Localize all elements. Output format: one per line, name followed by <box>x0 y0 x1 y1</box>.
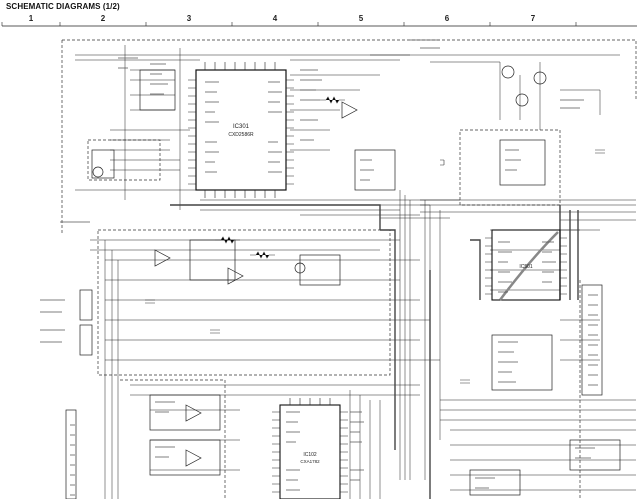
sheet-title: SCHEMATIC DIAGRAMS (1/2) <box>6 2 120 11</box>
ic501-chip: IC501 <box>485 229 567 301</box>
bus-lines <box>170 204 579 499</box>
ic102-part: CXA1782 <box>300 459 320 464</box>
transistors <box>92 65 547 274</box>
column-label-5: 5 <box>359 14 364 23</box>
ic301-ref: IC301 <box>233 124 250 130</box>
column-label-3: 3 <box>187 14 192 23</box>
column-label-1: 1 <box>29 14 34 23</box>
op-amps <box>154 101 358 467</box>
ic301-chip: IC301 CXD2586R <box>188 62 294 198</box>
pin-label-stipple <box>40 39 598 496</box>
column-label-7: 7 <box>531 14 536 23</box>
ic102-chip: IC102 CXA1782 <box>272 398 348 499</box>
ic501-ref: IC501 <box>519 264 533 270</box>
small-components <box>65 69 621 499</box>
column-label-2: 2 <box>101 14 106 23</box>
ic301-part: CXD2586R <box>228 132 254 138</box>
column-label-4: 4 <box>273 14 278 23</box>
ic102-ref: IC102 <box>303 452 317 458</box>
column-label-6: 6 <box>445 14 450 23</box>
passives <box>145 96 605 384</box>
column-ruler: 1 2 3 4 5 6 7 <box>1 14 637 27</box>
